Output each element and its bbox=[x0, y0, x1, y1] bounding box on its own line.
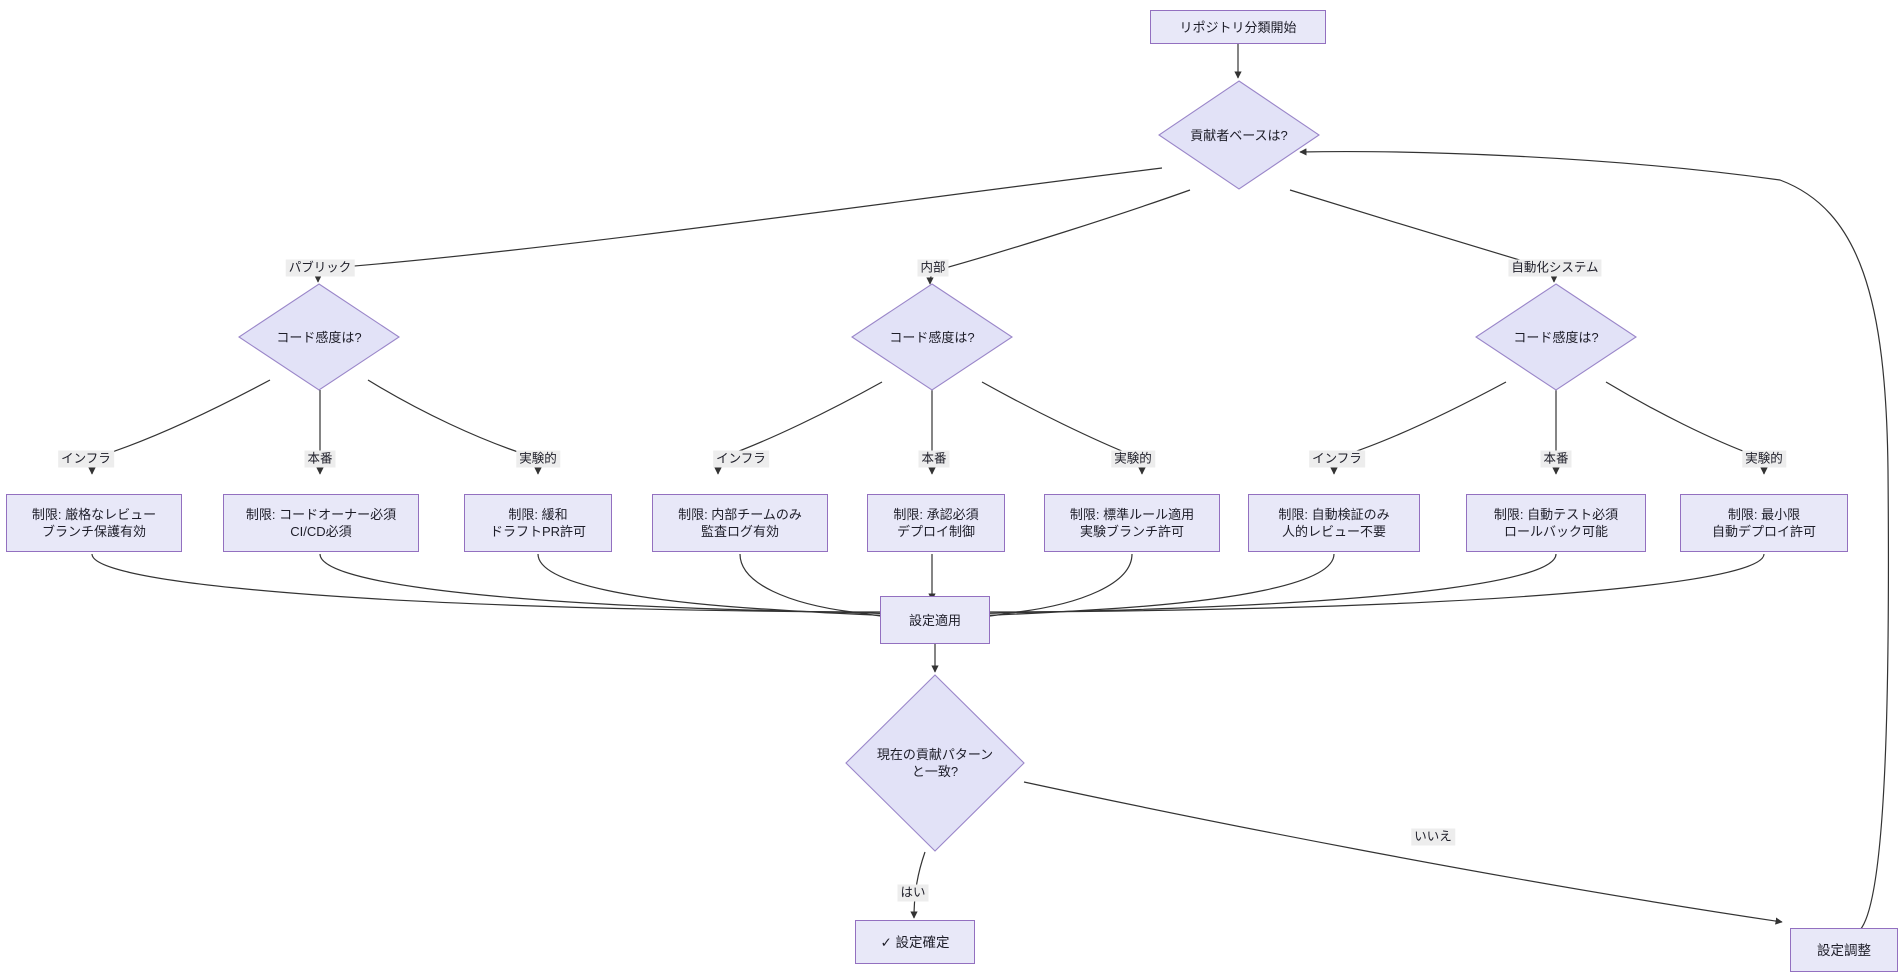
node-contributor-base[interactable]: 貢献者ベースは? bbox=[1158, 80, 1320, 190]
edge-leaf7-to-apply bbox=[973, 553, 1335, 620]
node-leaf-internal-exp-line2: 実験ブランチ許可 bbox=[1079, 524, 1184, 539]
node-leaf-internal-prod-line2: デプロイ制御 bbox=[896, 524, 975, 539]
node-leaf-public-infra-line1: 制限: 厳格なレビュー bbox=[31, 507, 157, 522]
node-sensitivity-internal[interactable]: コード感度は? bbox=[851, 283, 1013, 391]
node-apply-settings[interactable]: 設定適用 bbox=[880, 596, 990, 644]
edge-leaf1-to-apply bbox=[91, 553, 897, 616]
node-leaf-internal-infra-line1: 制限: 内部チームのみ bbox=[678, 507, 802, 522]
edge-label-internal: 内部 bbox=[917, 259, 949, 277]
edge-leaf2-to-apply bbox=[319, 553, 897, 618]
edge-label-exp-automation: 実験的 bbox=[1742, 450, 1786, 468]
node-leaf-public-prod-line2: CI/CD必須 bbox=[290, 524, 352, 539]
node-start[interactable]: リポジトリ分類開始 bbox=[1150, 10, 1326, 44]
node-leaf-internal-infra[interactable]: 制限: 内部チームのみ 監査ログ有効 bbox=[652, 494, 828, 552]
edge-label-public: パブリック bbox=[285, 259, 355, 277]
edge-leaf3-to-apply bbox=[537, 553, 897, 620]
node-confirm-label: ✓ 設定確定 bbox=[880, 934, 950, 950]
node-leaf-auto-prod-line1: 制限: 自動テスト必須 bbox=[1493, 507, 1619, 522]
pattern-match-diamond-shape bbox=[845, 674, 1025, 852]
edge-adjust-to-contributor bbox=[1299, 148, 1890, 931]
node-adjust[interactable]: 設定調整 bbox=[1790, 928, 1898, 972]
node-leaf-auto-exp[interactable]: 制限: 最小限 自動デプロイ許可 bbox=[1680, 494, 1848, 552]
node-leaf-auto-infra[interactable]: 制限: 自動検証のみ 人的レビュー不要 bbox=[1248, 494, 1420, 552]
edge-pattern-to-confirm bbox=[910, 851, 926, 919]
node-leaf-internal-infra-line2: 監査ログ有効 bbox=[700, 524, 779, 539]
sensitivity-public-diamond-shape bbox=[238, 283, 400, 391]
node-leaf-public-prod-line1: 制限: コードオーナー必須 bbox=[245, 507, 397, 522]
sensitivity-automation-diamond-shape bbox=[1475, 283, 1637, 391]
edge-contributor-to-internal bbox=[926, 189, 1191, 285]
edge-label-exp-internal: 実験的 bbox=[1111, 450, 1155, 468]
node-leaf-auto-prod[interactable]: 制限: 自動テスト必須 ロールバック可能 bbox=[1466, 494, 1646, 552]
edge-automation-to-exp bbox=[1605, 381, 1768, 475]
node-sensitivity-automation[interactable]: コード感度は? bbox=[1475, 283, 1637, 391]
edge-label-automation: 自動化システム bbox=[1508, 259, 1602, 277]
node-leaf-public-exp-line1: 制限: 緩和 bbox=[508, 507, 568, 522]
edge-label-infra-internal: インフラ bbox=[713, 450, 769, 468]
edge-label-prod-automation: 本番 bbox=[1540, 450, 1572, 468]
node-leaf-internal-exp-line1: 制限: 標準ルール適用 bbox=[1069, 507, 1195, 522]
node-leaf-public-infra-line2: ブランチ保護有効 bbox=[41, 524, 146, 539]
node-confirm[interactable]: ✓ 設定確定 bbox=[855, 920, 975, 964]
edge-pattern-to-adjust bbox=[1023, 781, 1783, 925]
edge-label-exp-public: 実験的 bbox=[516, 450, 560, 468]
node-leaf-public-exp[interactable]: 制限: 緩和 ドラフトPR許可 bbox=[464, 494, 612, 552]
edge-leaf9-to-apply bbox=[973, 553, 1765, 616]
edge-label-yes: はい bbox=[897, 884, 929, 902]
edge-label-prod-internal: 本番 bbox=[918, 450, 950, 468]
node-leaf-internal-prod-line1: 制限: 承認必須 bbox=[893, 507, 979, 522]
node-leaf-internal-prod[interactable]: 制限: 承認必須 デプロイ制御 bbox=[867, 494, 1005, 552]
node-leaf-internal-exp[interactable]: 制限: 標準ルール適用 実験ブランチ許可 bbox=[1044, 494, 1220, 552]
edge-public-to-exp bbox=[367, 379, 542, 475]
edge-label-prod-public: 本番 bbox=[304, 450, 336, 468]
edge-leaf8-to-apply bbox=[973, 553, 1557, 618]
node-leaf-public-exp-line2: ドラフトPR許可 bbox=[489, 524, 587, 539]
node-leaf-auto-infra-line2: 人的レビュー不要 bbox=[1281, 524, 1386, 539]
edge-contributor-to-public bbox=[314, 167, 1163, 283]
node-leaf-auto-exp-line2: 自動デプロイ許可 bbox=[1711, 524, 1816, 539]
node-leaf-public-prod[interactable]: 制限: コードオーナー必須 CI/CD必須 bbox=[223, 494, 419, 552]
node-adjust-label: 設定調整 bbox=[1817, 942, 1871, 958]
edge-label-infra-automation: インフラ bbox=[1309, 450, 1365, 468]
contributor-base-diamond-shape bbox=[1158, 80, 1320, 190]
node-leaf-auto-infra-line1: 制限: 自動検証のみ bbox=[1278, 507, 1390, 522]
node-apply-settings-label: 設定適用 bbox=[908, 612, 961, 628]
sensitivity-internal-diamond-shape bbox=[851, 283, 1013, 391]
node-start-label: リポジトリ分類開始 bbox=[1179, 19, 1297, 35]
edge-public-to-infra bbox=[88, 379, 271, 475]
node-leaf-public-infra[interactable]: 制限: 厳格なレビュー ブランチ保護有効 bbox=[6, 494, 182, 552]
node-pattern-match[interactable]: 現在の貢献パターン と一致? bbox=[845, 674, 1025, 852]
edge-label-infra-public: インフラ bbox=[58, 450, 114, 468]
edge-label-no: いいえ bbox=[1411, 828, 1455, 846]
node-leaf-auto-exp-line1: 制限: 最小限 bbox=[1727, 507, 1801, 522]
node-sensitivity-public[interactable]: コード感度は? bbox=[238, 283, 400, 391]
node-leaf-auto-prod-line2: ロールバック可能 bbox=[1503, 524, 1608, 539]
